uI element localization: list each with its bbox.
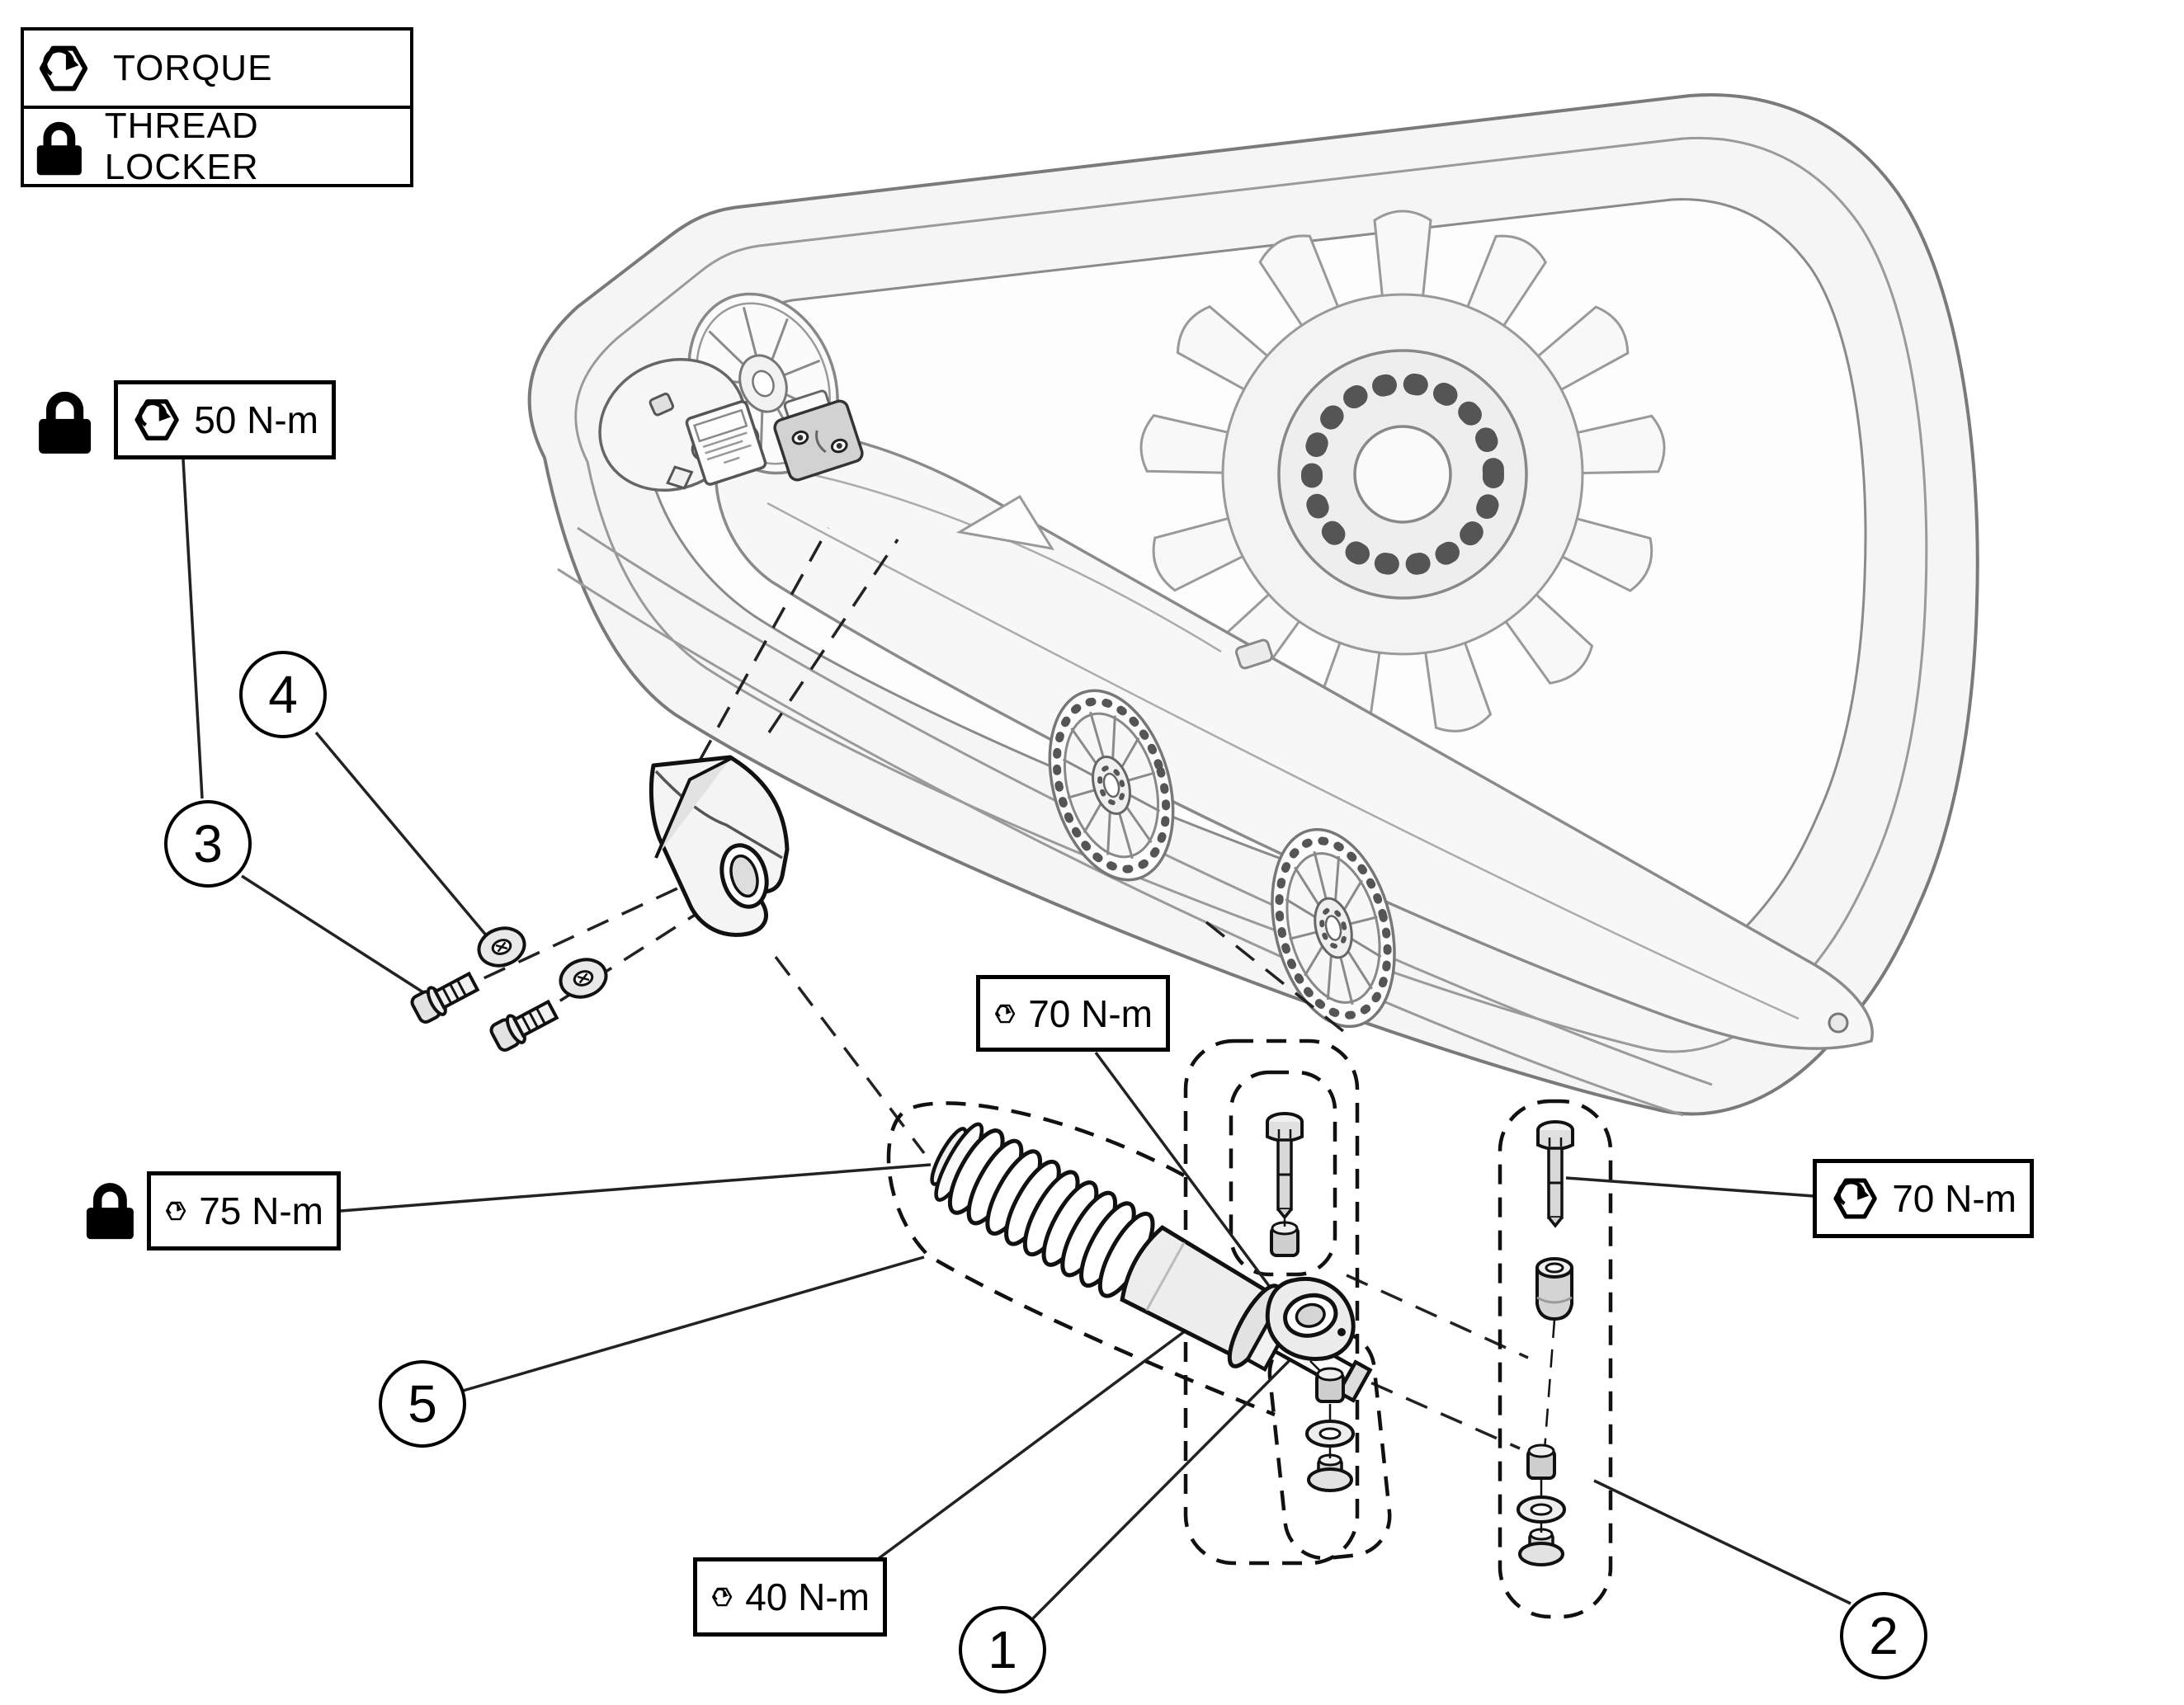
torque-callout-70-right: 70 N-m (1813, 1159, 2034, 1238)
torque-hex-icon (1833, 1178, 1877, 1219)
torque-hex-icon (995, 1004, 1016, 1023)
center-lower-spacer (1315, 1367, 1345, 1403)
torque-callout-50: 50 N-m (114, 380, 336, 459)
part-balloon-4: 4 (239, 651, 327, 738)
legend: TORQUE THREAD LOCKER (21, 27, 413, 187)
part-balloon-5: 5 (379, 1360, 466, 1448)
right-bolt (1536, 1120, 1574, 1227)
shock-absorber (930, 1122, 1373, 1403)
bolt-spacer-outline (1229, 1070, 1337, 1277)
shock-rod-end (1265, 1277, 1356, 1362)
center-upper-spacer (1270, 1221, 1300, 1257)
road-wheel-rear (1253, 817, 1414, 1039)
anchor-mount-plate (773, 389, 864, 482)
legend-label-thread-locker: THREAD LOCKER (104, 105, 259, 187)
torque-callout-40: 40 N-m (693, 1557, 887, 1637)
legend-row-torque: TORQUE (24, 31, 410, 106)
right-washer (1517, 1495, 1566, 1524)
part-balloon-1: 1 (959, 1606, 1046, 1693)
thread-locker-icon (87, 1187, 134, 1239)
center-fastener-stack (1266, 1112, 1355, 1492)
center-flange-nut (1307, 1453, 1353, 1492)
drive-sprocket (1136, 210, 1669, 738)
torque-hex-icon (166, 1201, 186, 1221)
shock-group-outline (886, 1101, 1276, 1417)
torque-hex-icon (712, 1587, 733, 1607)
torque-callout-70-center: 70 N-m (976, 975, 1170, 1052)
bracket-fasteners (409, 921, 613, 1053)
washer-item-4b (554, 952, 613, 1005)
bolt-item-3b (488, 996, 559, 1053)
center-washer (1305, 1420, 1355, 1448)
torque-value: 70 N-m (1028, 991, 1153, 1035)
torque-callout-75: 75 N-m (147, 1171, 341, 1250)
frame-cutout (955, 494, 1055, 551)
bolt-item-3a (409, 968, 480, 1024)
torque-hex-icon (134, 399, 179, 440)
upper-hardware-outline (1183, 1039, 1360, 1566)
track-band-mid-line (574, 136, 1928, 1053)
sprocket-bolt-holes (1301, 373, 1504, 576)
swingarm-frame (557, 426, 1874, 1117)
torque-value: 75 N-m (199, 1189, 323, 1232)
thread-locker-icon (36, 121, 82, 175)
legend-label-torque: TORQUE (113, 47, 273, 88)
right-bushing (1535, 1257, 1573, 1321)
torque-hex-icon (35, 45, 92, 91)
right-spacer (1526, 1444, 1556, 1480)
right-stack-outline (1498, 1099, 1613, 1619)
road-wheel-front (1029, 676, 1193, 895)
info-label-plate (685, 400, 767, 486)
track-assembly (527, 93, 1979, 1117)
torque-value: 70 N-m (1892, 1177, 2017, 1220)
part-balloon-2: 2 (1840, 1592, 1927, 1679)
shock-mount-bracket (649, 755, 790, 937)
torque-value: 50 N-m (194, 398, 318, 441)
alignment-dashed-lines (449, 527, 1529, 1450)
right-flange-nut (1518, 1528, 1564, 1566)
leader-lines (182, 459, 1851, 1620)
part-balloon-3: 3 (164, 800, 252, 888)
legend-row-thread-locker: THREAD LOCKER (24, 106, 410, 187)
thread-locker-icon (39, 397, 91, 454)
torque-value: 40 N-m (745, 1575, 870, 1618)
center-bolt (1266, 1112, 1304, 1219)
right-fastener-stack (1517, 1120, 1574, 1566)
